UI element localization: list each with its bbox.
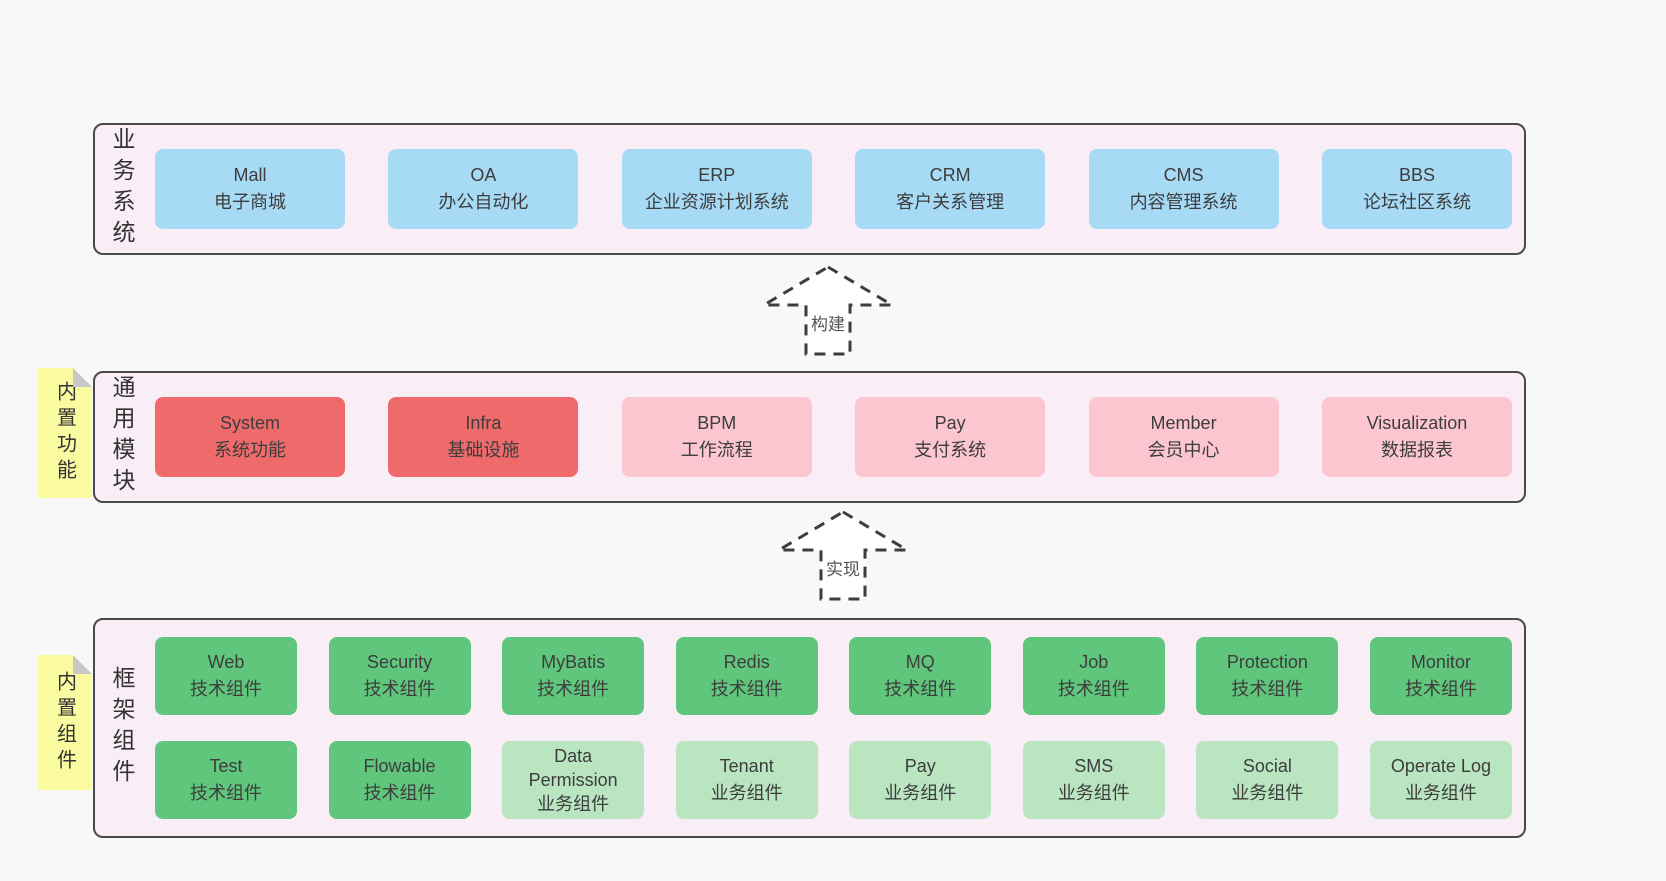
band-title: 业务系统: [109, 127, 135, 251]
box-bbs: BBS 论坛社区系统: [1321, 149, 1512, 229]
box-visualization: Visualization 数据报表: [1321, 397, 1512, 477]
box-system: System 系统功能: [155, 397, 345, 477]
box-security: Security 技术组件: [328, 637, 471, 715]
box-pay-component: Pay 业务组件: [849, 741, 992, 819]
box-oa: OA 办公自动化: [388, 149, 579, 229]
sticky-note-label: 内置组件: [53, 670, 76, 775]
box-crm: CRM 客户关系管理: [855, 149, 1046, 229]
box-test: Test 技术组件: [155, 741, 297, 819]
band-business-systems: 业务系统 Mall 电子商城 OA 办公自动化 ERP 企业资源计划系统 CRM…: [93, 123, 1526, 255]
band-framework-components: 框架组件 Web 技术组件 Security 技术组件 MyBatis 技术组件: [93, 618, 1526, 838]
box-mybatis: MyBatis 技术组件: [502, 637, 645, 715]
box-tenant: Tenant 业务组件: [675, 741, 818, 819]
box-pay-module: Pay 支付系统: [855, 397, 1046, 477]
box-protection: Protection 技术组件: [1196, 637, 1339, 715]
band-common-modules: 通用模块 System 系统功能 Infra 基础设施 BPM 工作流程 Pay…: [93, 371, 1526, 503]
box-erp: ERP 企业资源计划系统: [621, 149, 812, 229]
sticky-note-label: 内置功能: [53, 381, 76, 485]
box-data-permission: Data Permission 业务组件: [502, 741, 645, 819]
box-sms: SMS 业务组件: [1022, 741, 1165, 819]
box-member: Member 会员中心: [1088, 397, 1279, 477]
band-title: 通用模块: [109, 375, 135, 499]
implement-arrow: 实现: [775, 508, 911, 603]
box-bpm: BPM 工作流程: [621, 397, 812, 477]
sticky-note-builtin-components: 内置组件: [38, 655, 92, 790]
box-social: Social 业务组件: [1196, 741, 1339, 819]
box-mall: Mall 电子商城: [155, 149, 345, 229]
box-cms: CMS 内容管理系统: [1088, 149, 1279, 229]
build-arrow-label: 构建: [808, 309, 848, 336]
box-flowable: Flowable 技术组件: [328, 741, 471, 819]
band-title: 框架组件: [109, 666, 135, 790]
box-monitor: Monitor 技术组件: [1369, 637, 1512, 715]
sticky-note-builtin-features: 内置功能: [38, 368, 92, 498]
build-arrow: 构建: [760, 263, 896, 358]
box-redis: Redis 技术组件: [675, 637, 818, 715]
box-operate-log: Operate Log 业务组件: [1369, 741, 1512, 819]
implement-arrow-label: 实现: [823, 554, 863, 581]
box-mq: MQ 技术组件: [849, 637, 992, 715]
box-web: Web 技术组件: [155, 637, 297, 715]
box-job: Job 技术组件: [1022, 637, 1165, 715]
box-infra: Infra 基础设施: [388, 397, 579, 477]
